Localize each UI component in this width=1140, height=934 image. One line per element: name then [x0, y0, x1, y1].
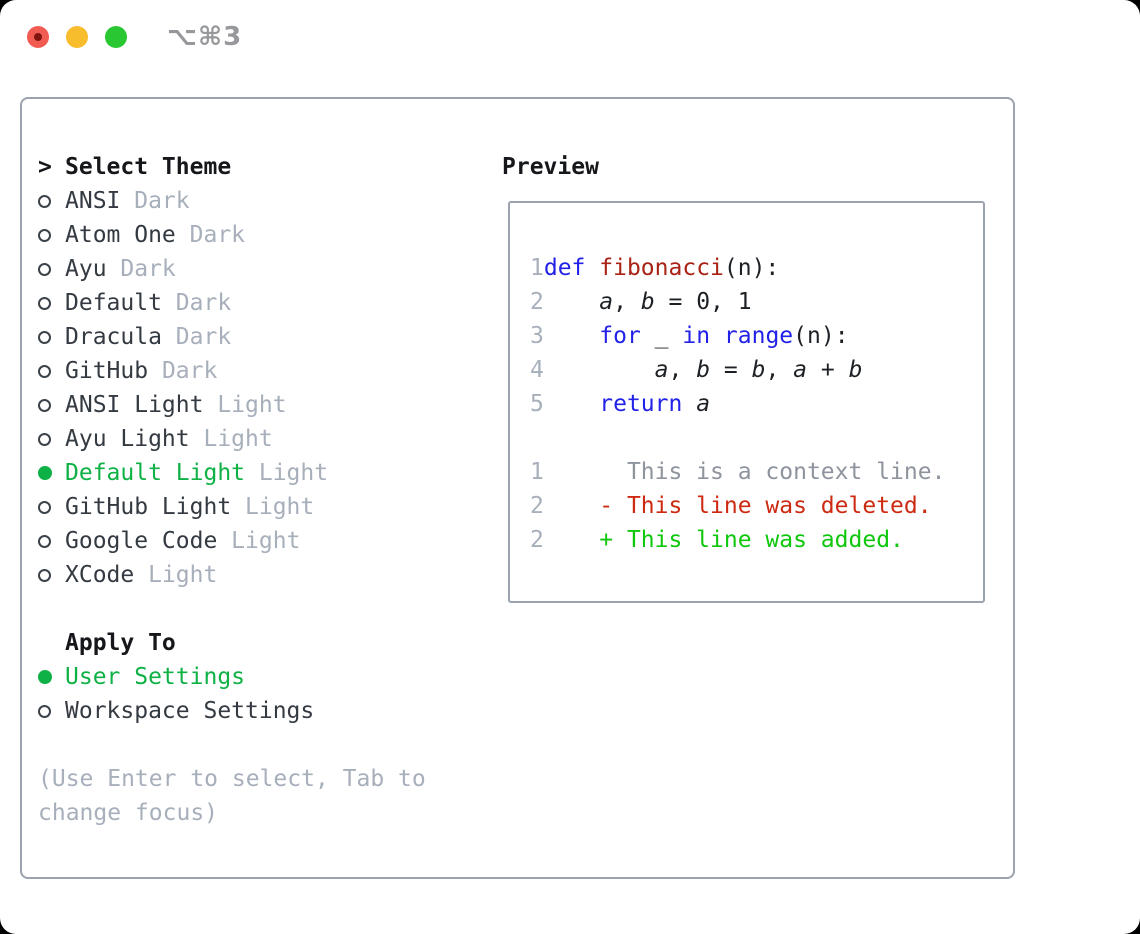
traffic-lights [27, 26, 127, 48]
window-title: ⌥⌘3 [167, 22, 243, 52]
radio-unselected-icon [38, 568, 51, 582]
theme-option-google-code[interactable]: Google Code Light [38, 524, 426, 558]
theme-variant: Light [189, 426, 273, 452]
code-line: 3 for _ in range(n): [530, 319, 862, 353]
theme-option-default-light[interactable]: Default Light Light [38, 456, 426, 490]
selection-caret-icon: > [38, 154, 52, 180]
radio-selected-icon [38, 670, 52, 684]
radio-unselected-icon [38, 398, 51, 412]
line-number: 2 [530, 527, 544, 553]
close-button[interactable] [27, 26, 49, 48]
theme-variant: Light [203, 392, 287, 418]
theme-name: Default Light [65, 460, 246, 486]
theme-name: Default [65, 290, 162, 316]
theme-variant: Dark [175, 222, 246, 248]
code-line: 2 a, b = 0, 1 [530, 285, 862, 319]
theme-name: Ayu Light [65, 426, 190, 452]
radio-unselected-icon [38, 262, 51, 276]
theme-option-ansi[interactable]: ANSI Dark [38, 184, 426, 218]
theme-name: GitHub [65, 358, 149, 384]
theme-variant: Dark [161, 324, 232, 350]
theme-name: GitHub Light [65, 494, 232, 520]
apply-option-user-settings[interactable]: User Settings [38, 660, 426, 694]
theme-variant: Light [245, 460, 329, 486]
radio-unselected-icon [38, 194, 51, 208]
hint-text: (Use Enter to select, Tab to change focu… [38, 762, 426, 830]
theme-name: Ayu [65, 256, 107, 282]
hint-line: change focus) [38, 800, 219, 826]
theme-option-default[interactable]: Default Dark [38, 286, 426, 320]
theme-variant: Dark [161, 290, 232, 316]
radio-selected-icon [38, 466, 52, 480]
theme-option-github[interactable]: GitHub Dark [38, 354, 426, 388]
theme-variant: Dark [148, 358, 218, 384]
apply-option-workspace-settings[interactable]: Workspace Settings [38, 694, 426, 728]
radio-unselected-icon [38, 296, 51, 310]
radio-unselected-icon [38, 364, 51, 378]
close-dot-icon [34, 33, 42, 41]
line-number: 2 [530, 289, 544, 315]
theme-name: XCode [65, 562, 135, 588]
zoom-button[interactable] [105, 26, 127, 48]
theme-option-dracula[interactable]: Dracula Dark [38, 320, 426, 354]
theme-variant: Light [231, 494, 315, 520]
theme-option-ayu-light[interactable]: Ayu Light Light [38, 422, 426, 456]
diff-line-added: 2 + This line was added. [530, 523, 945, 557]
theme-variant: Dark [106, 256, 176, 282]
theme-name: ANSI [65, 188, 121, 214]
radio-unselected-icon [38, 432, 51, 446]
radio-unselected-icon [38, 330, 51, 344]
minimize-button[interactable] [66, 26, 88, 48]
theme-name: Dracula [65, 324, 162, 350]
line-number: 1 [530, 255, 544, 281]
spacer [38, 592, 426, 626]
hint-line: (Use Enter to select, Tab to [38, 766, 426, 792]
code-line: 1 def fibonacci(n): [530, 251, 862, 285]
theme-variant: Light [134, 562, 218, 588]
theme-option-atom-one[interactable]: Atom One Dark [38, 218, 426, 252]
apply-to-header: Apply To [38, 626, 426, 660]
line-number: 4 [530, 357, 544, 383]
radio-unselected-icon [38, 704, 51, 718]
line-number: 3 [530, 323, 544, 349]
radio-unselected-icon [38, 228, 51, 242]
apply-to-title: Apply To [65, 630, 176, 656]
preview-title: Preview [502, 154, 599, 180]
theme-variant: Dark [120, 188, 190, 214]
spacer [38, 728, 426, 762]
apply-option-label: User Settings [65, 664, 246, 690]
theme-menu-header: > Select Theme [38, 150, 426, 184]
line-number: 5 [530, 391, 544, 417]
radio-unselected-icon [38, 534, 51, 548]
theme-option-github-light[interactable]: GitHub Light Light [38, 490, 426, 524]
theme-name: Atom One [65, 222, 176, 248]
theme-menu-title: Select Theme [65, 154, 232, 180]
diff-preview: 1 This is a context line.2 - This line w… [530, 455, 945, 557]
apply-option-label: Workspace Settings [65, 698, 315, 724]
code-line: 4 a, b = b, a + b [530, 353, 862, 387]
theme-option-ayu[interactable]: Ayu Dark [38, 252, 426, 286]
diff-line-deleted: 2 - This line was deleted. [530, 489, 945, 523]
theme-option-xcode[interactable]: XCode Light [38, 558, 426, 592]
theme-name: ANSI Light [65, 392, 204, 418]
diff-line-context: 1 This is a context line. [530, 455, 945, 489]
theme-variant: Light [217, 528, 301, 554]
line-number: 2 [530, 493, 544, 519]
line-number: 1 [530, 459, 544, 485]
radio-unselected-icon [38, 500, 51, 514]
code-line: 5 return a [530, 387, 862, 421]
theme-option-ansi-light[interactable]: ANSI Light Light [38, 388, 426, 422]
theme-name: Google Code [65, 528, 218, 554]
